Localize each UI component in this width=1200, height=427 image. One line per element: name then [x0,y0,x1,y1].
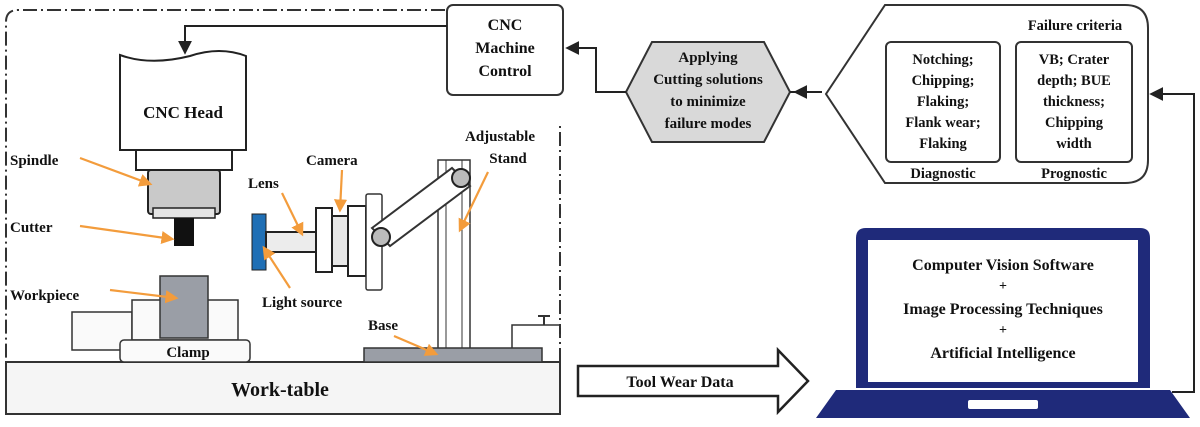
clamp-label: Clamp [166,345,209,361]
base-leader [393,334,439,356]
prognostic-item: VB; Crater [1039,52,1110,68]
control-line1: CNC [488,17,523,34]
tool-wear-data-label: Tool Wear Data [626,374,733,391]
cnc-head [119,50,247,151]
lens-leader [281,192,304,237]
prognostic-item: depth; BUE [1037,73,1111,89]
prognostic-item: thickness; [1043,94,1105,110]
light-source-leader [262,245,291,289]
solutions-to-control-arrow [565,41,626,93]
cnc-head-label: CNC Head [143,103,223,122]
diagnostic-item: Flaking; [917,94,969,110]
tool-wear-data-arrow [576,346,810,416]
camera-leader [333,169,348,213]
workpiece-label: Workpiece [10,288,79,304]
laptop-plus2: + [999,323,1007,338]
stand-arm [370,166,472,248]
lens [265,231,317,253]
control-line2: Machine [475,40,535,57]
prognostic-item: width [1056,136,1091,152]
clamp [119,339,251,363]
cutter-leader [79,224,175,245]
diagnostic-item: Flank wear; [905,115,980,131]
stand-label-line2: Stand [489,151,527,167]
light-source [251,213,267,271]
base-label: Base [368,318,398,334]
stand-label-line1: Adjustable [465,129,535,145]
laptop-trackpad [968,400,1038,409]
diagnostic-item: Notching; [912,52,973,68]
cnc-control-box [446,4,564,96]
control-to-head-arrow [178,25,447,55]
work-table-label: Work-table [231,379,329,401]
light-source-label: Light source [262,295,342,311]
diagnostic-label: Diagnostic [910,166,976,182]
diagnostic-item: Flaking [919,136,967,152]
laptop-line3: Artificial Intelligence [930,345,1075,362]
head-collar [135,149,233,171]
base-knob [538,315,550,325]
diagnostic-box [885,41,1001,163]
diagnostic-item: Chipping; [912,73,975,89]
prognostic-label: Prognostic [1041,166,1107,182]
camera-front [315,207,333,273]
stand-leader [458,171,489,233]
laptop-line1: Computer Vision Software [912,257,1094,274]
base-bracket [511,324,560,348]
laptop-to-criteria-arrow [1149,87,1195,393]
leader-arrows [79,156,489,356]
spindle-nose [152,207,216,219]
laptop-screen [868,240,1138,382]
spindle-label: Spindle [10,153,59,169]
solutions-line3: to minimize [670,94,746,110]
stand-base [363,347,543,363]
solutions-line4: failure modes [665,116,752,132]
work-table [5,361,561,415]
camera-label: Camera [306,153,358,169]
cutter [174,218,194,246]
laptop-line2: Image Processing Techniques [903,301,1103,318]
solutions-line1: Applying [678,50,738,66]
prognostic-box [1015,41,1133,163]
control-line3: Control [478,63,532,80]
workpiece [159,275,209,339]
camera-back [347,205,367,277]
failure-criteria-header: Failure criteria [1028,18,1123,34]
spindle-leader [79,156,153,187]
solutions-line2: Cutting solutions [653,72,763,88]
camera-body [331,215,349,267]
workpiece-leader [109,288,179,304]
prognostic-item: Chipping [1045,115,1104,131]
cutter-label: Cutter [10,220,53,236]
lens-label: Lens [248,176,279,192]
laptop-plus1: + [999,279,1007,294]
